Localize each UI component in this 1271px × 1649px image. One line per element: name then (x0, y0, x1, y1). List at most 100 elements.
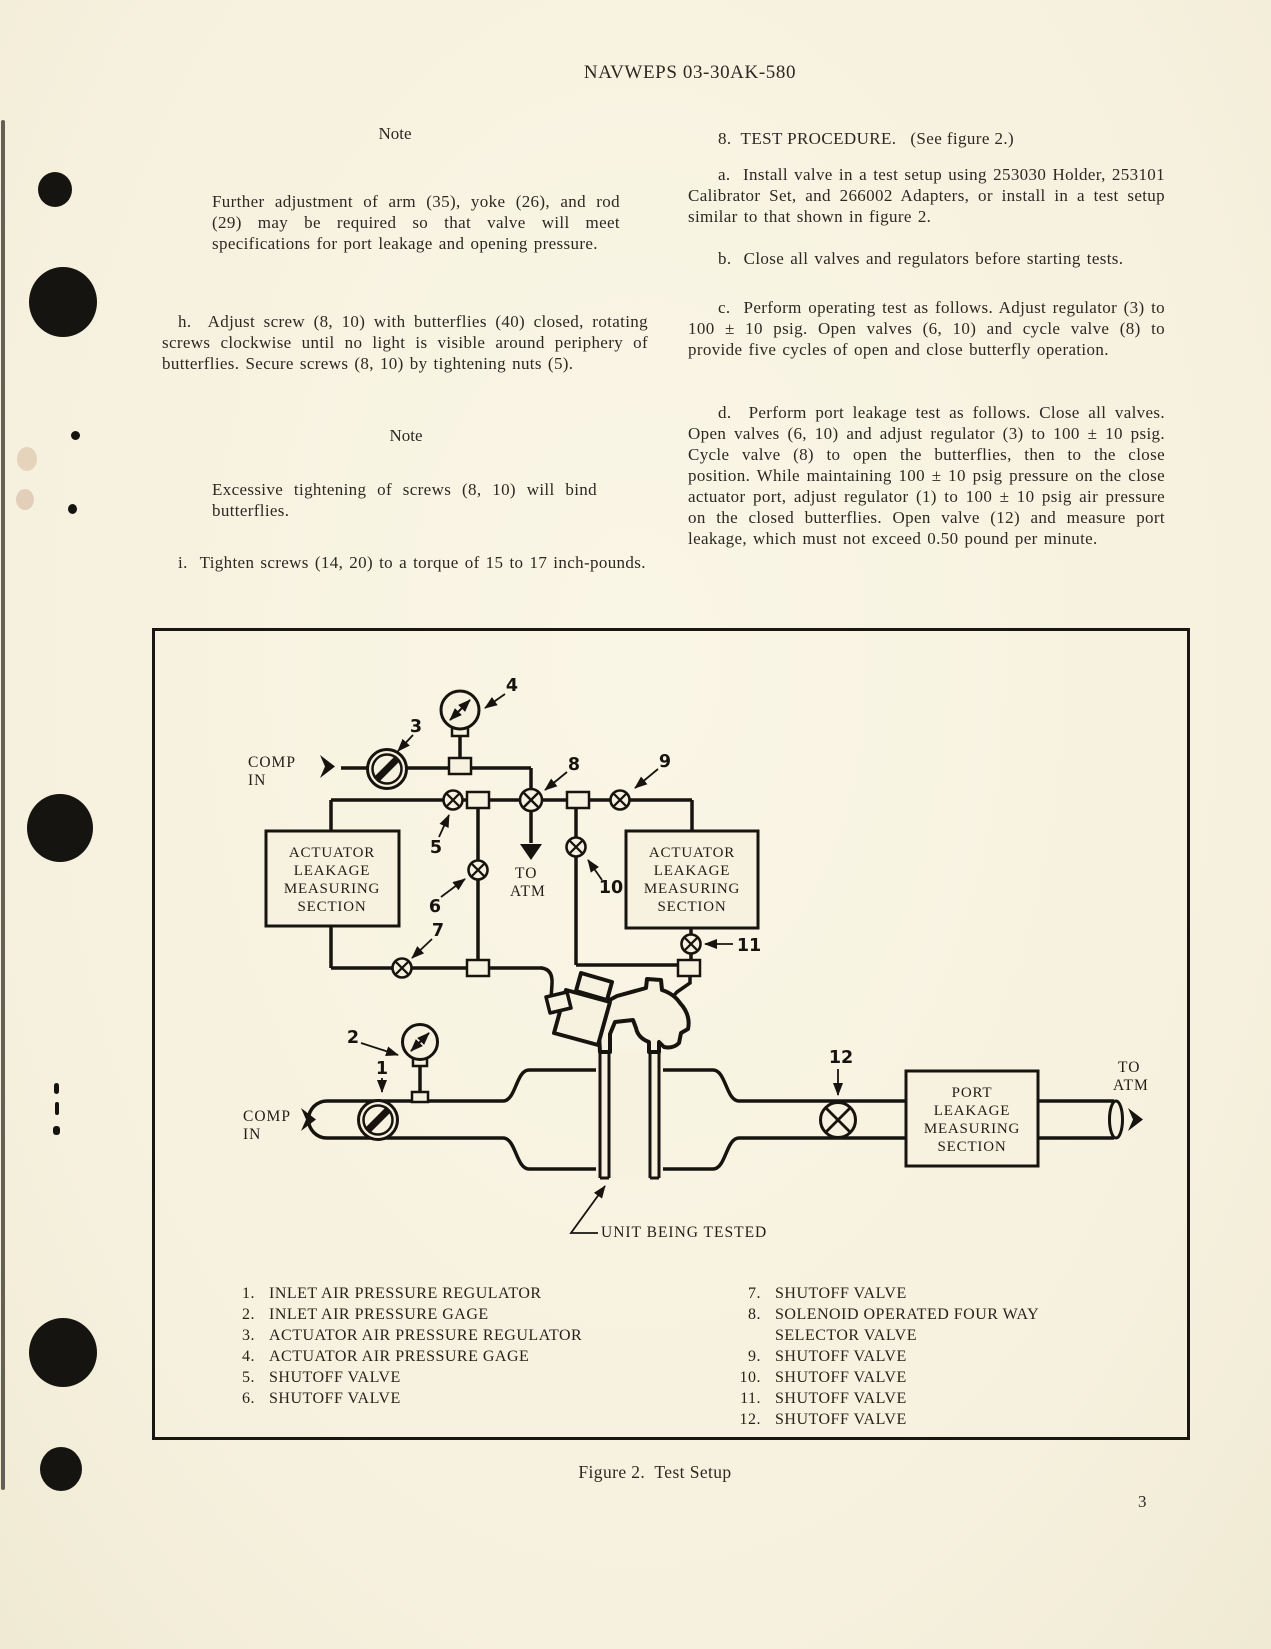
ink-speck (53, 1126, 60, 1135)
gauge-4-symbol (439, 689, 481, 738)
test-setup-diagram: COMP IN TO ATM COMP IN TO ATM ACTUATOR L… (243, 676, 1149, 1241)
valve-10-symbol (565, 836, 587, 858)
valve-7-symbol (391, 957, 413, 979)
callout-6: 6 (429, 897, 441, 917)
actuator-housing (597, 977, 691, 1054)
paragraph-i: i. Tighten screws (14, 20) to a torque o… (178, 553, 646, 572)
ink-speck (54, 1083, 59, 1094)
regulator-1-symbol (357, 1099, 399, 1141)
valve-6-symbol (467, 859, 489, 881)
note-body: Further adjustment of arm (35), yoke (26… (212, 192, 627, 253)
hole-punch-mark (29, 267, 97, 337)
callout-7: 7 (432, 921, 444, 941)
svg-text:MEASURING: MEASURING (284, 881, 380, 897)
svg-text:ACTUATOR: ACTUATOR (289, 845, 375, 861)
callout-leaders (360, 693, 843, 1234)
svg-text:MEASURING: MEASURING (644, 881, 740, 897)
scan-edge-line (1, 120, 5, 1490)
regulator-3-symbol (366, 748, 408, 790)
to-atm-arrow-mid (520, 844, 542, 860)
comp-in-arrow-bottom (301, 1108, 316, 1131)
unit-being-tested-label: UNIT BEING TESTED (601, 1224, 767, 1241)
figure-caption: Figure 2. Test Setup (578, 1462, 732, 1482)
svg-text:ATM: ATM (510, 883, 546, 900)
callout-numbers: 1 2 3 4 5 6 7 8 9 10 11 12 (347, 676, 853, 1079)
actuator-left-port (544, 990, 573, 1015)
legend-item: 1.INLET AIR PRESSURE REGULATOR (242, 1285, 542, 1302)
actuator-leakage-box-left-text: ACTUATOR LEAKAGE MEASURING SECTION (284, 845, 380, 915)
figure-legend-right: 7.SHUTOFF VALVE 8.SOLENOID OPERATED FOUR… (721, 1283, 1039, 1430)
comp-in-label-bottom: COMP (243, 1108, 291, 1125)
actuator-leakage-box-right-text: ACTUATOR LEAKAGE MEASURING SECTION (644, 845, 740, 915)
svg-text:IN: IN (243, 1126, 261, 1143)
callout-4: 4 (506, 676, 518, 696)
tee-fittings (410, 756, 702, 1104)
svg-text:ACTUATOR: ACTUATOR (649, 845, 735, 861)
ink-speck (68, 504, 77, 514)
pipe-right-cap (1108, 1099, 1124, 1140)
callout-8: 8 (568, 755, 580, 775)
legend-item: 4.ACTUATOR AIR PRESSURE GAGE (242, 1348, 530, 1365)
to-atm-label-mid: TO (515, 865, 537, 882)
hole-punch-mark (38, 172, 72, 207)
hole-punch-mark (27, 794, 93, 862)
section-heading: 8. TEST PROCEDURE. (See figure 2.) (718, 129, 1015, 148)
callout-3: 3 (410, 717, 422, 737)
to-atm-label-right: TO (1118, 1059, 1140, 1076)
svg-text:LEAKAGE: LEAKAGE (654, 863, 730, 879)
note-heading: Note (378, 124, 412, 143)
note-body: Excessive tightening of screws (8, 10) w… (212, 480, 604, 520)
page-header: NAVWEPS 03-30AK-580 (583, 62, 797, 83)
valve-11-symbol (680, 933, 702, 955)
callout-12: 12 (829, 1048, 853, 1068)
valve-9-symbol (609, 789, 631, 811)
svg-text:SECTION: SECTION (938, 1139, 1007, 1155)
gauge-2-symbol (401, 1023, 439, 1068)
note-heading: Note (389, 426, 423, 445)
ink-speck (55, 1102, 59, 1115)
comp-in-label-top: COMP (248, 754, 296, 771)
callout-9: 9 (659, 752, 671, 772)
svg-text:SECTION: SECTION (298, 899, 367, 915)
svg-text:ATM: ATM (1113, 1077, 1149, 1094)
to-atm-arrow-right (1128, 1108, 1143, 1131)
callout-1: 1 (376, 1059, 388, 1079)
svg-text:MEASURING: MEASURING (924, 1121, 1020, 1137)
valve-12-symbol (819, 1101, 857, 1139)
svg-text:PORT: PORT (952, 1085, 993, 1101)
unit-under-test (544, 971, 691, 1180)
ink-speck (71, 431, 80, 440)
legend-item: 11.SHUTOFF VALVE (740, 1390, 907, 1407)
stain-mark (16, 489, 34, 510)
legend-item: SELECTOR VALVE (775, 1327, 917, 1344)
actuator-end-cap (574, 971, 614, 1002)
legend-item: 9.SHUTOFF VALVE (748, 1348, 907, 1365)
legend-item: 10.SHUTOFF VALVE (739, 1369, 907, 1386)
elbow-to-actuator-left (540, 966, 554, 1000)
comp-in-arrow-top (320, 755, 335, 778)
paragraph-b: b. Close all valves and regulators befor… (718, 249, 1124, 268)
svg-text:LEAKAGE: LEAKAGE (294, 863, 370, 879)
port-leakage-box (904, 1069, 1040, 1168)
callout-5: 5 (430, 838, 442, 858)
callout-2: 2 (347, 1028, 359, 1048)
legend-item: 7.SHUTOFF VALVE (748, 1285, 907, 1302)
paragraph-c: c. Perform operating test as follows. Ad… (688, 298, 1172, 359)
paragraph-h: h. Adjust screw (8, 10) with butterflies… (162, 312, 655, 373)
unit-label-leader (569, 1185, 606, 1234)
stain-mark (17, 447, 37, 471)
valve-8-symbol (518, 787, 544, 813)
legend-item: 3.ACTUATOR AIR PRESSURE REGULATOR (242, 1327, 583, 1344)
port-leakage-box-text: PORT LEAKAGE MEASURING SECTION (924, 1085, 1020, 1155)
hole-punch-mark (40, 1447, 82, 1491)
figure-2-frame: COMP IN TO ATM COMP IN TO ATM ACTUATOR L… (152, 628, 1190, 1440)
hole-punch-mark (29, 1318, 97, 1387)
svg-text:SECTION: SECTION (658, 899, 727, 915)
legend-item: 6.SHUTOFF VALVE (242, 1390, 401, 1407)
legend-item: 5.SHUTOFF VALVE (242, 1369, 401, 1386)
legend-item: 8.SOLENOID OPERATED FOUR WAY (748, 1306, 1040, 1323)
figure-legend-left: 1.INLET AIR PRESSURE REGULATOR 2.INLET A… (221, 1283, 582, 1409)
paragraph-a: a. Install valve in a test setup using 2… (688, 165, 1172, 226)
actuator-leakage-box-right (624, 829, 760, 930)
